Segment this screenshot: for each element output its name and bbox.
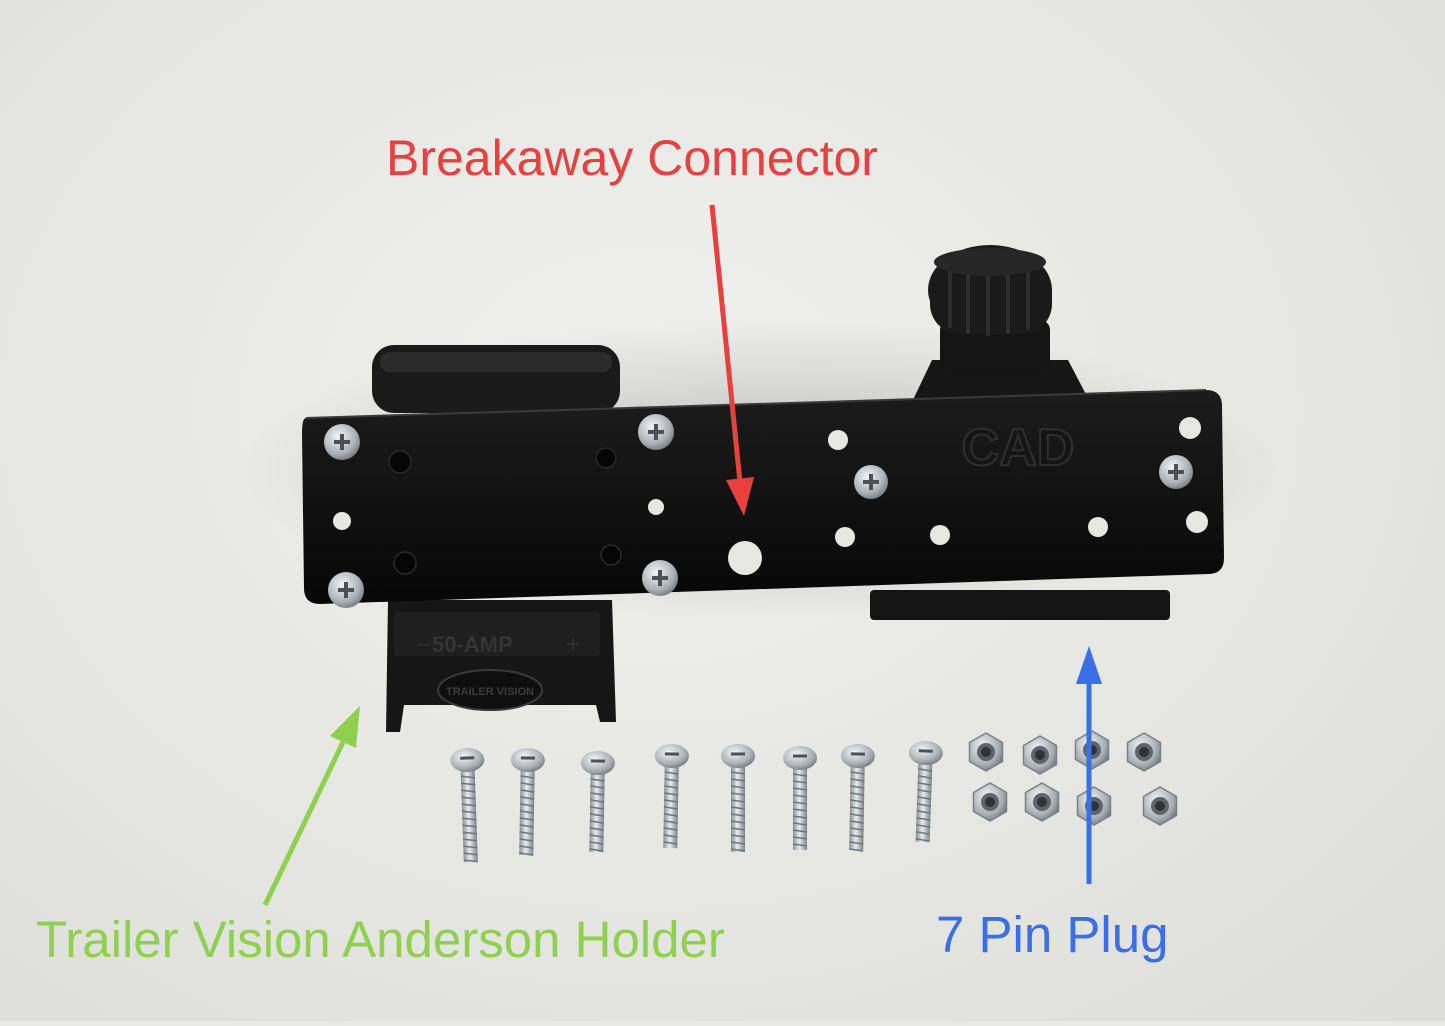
breakaway-arrow xyxy=(709,204,754,516)
nut xyxy=(1024,782,1060,822)
plate-screws xyxy=(324,414,1193,608)
breakaway-hole xyxy=(728,541,762,575)
bolt xyxy=(654,743,689,849)
plate-holes xyxy=(333,417,1208,575)
mounting-plate: CAD xyxy=(302,389,1224,608)
anderson-cover xyxy=(372,345,620,413)
loose-nuts xyxy=(968,730,1178,826)
plate-logo: CAD xyxy=(962,419,1075,477)
anderson-rating-text: 50-AMP xyxy=(432,632,513,657)
bolt xyxy=(783,746,817,850)
bolt xyxy=(908,740,943,843)
nut xyxy=(1074,730,1110,770)
seven-pin-arrow xyxy=(1076,646,1102,884)
anderson-badge-text: TRAILER VISION xyxy=(446,686,534,698)
bolt xyxy=(721,744,755,852)
anderson-holder-body: − 50-AMP + TRAILER VISION xyxy=(386,600,616,732)
nut xyxy=(968,732,1004,772)
anderson-arrow xyxy=(262,706,360,907)
loose-bolts xyxy=(450,740,943,863)
nut xyxy=(1022,735,1058,775)
nut xyxy=(1142,786,1178,826)
anderson-plus-mark: + xyxy=(566,631,580,658)
nut xyxy=(1076,786,1112,826)
seven-pin-socket-body xyxy=(870,590,1170,620)
breakaway-connector-label: Breakaway Connector xyxy=(386,130,878,186)
bolt xyxy=(510,747,545,856)
nut xyxy=(1126,732,1162,772)
anderson-minus-mark: − xyxy=(417,632,430,657)
bolt xyxy=(450,747,485,863)
bolt xyxy=(840,743,875,852)
seven-pin-plug-label: 7 Pin Plug xyxy=(936,906,1169,963)
bolt xyxy=(580,750,615,853)
seven-pin-knob xyxy=(912,245,1090,402)
anderson-holder-label: Trailer Vision Anderson Holder xyxy=(36,911,725,968)
nut xyxy=(972,782,1008,822)
